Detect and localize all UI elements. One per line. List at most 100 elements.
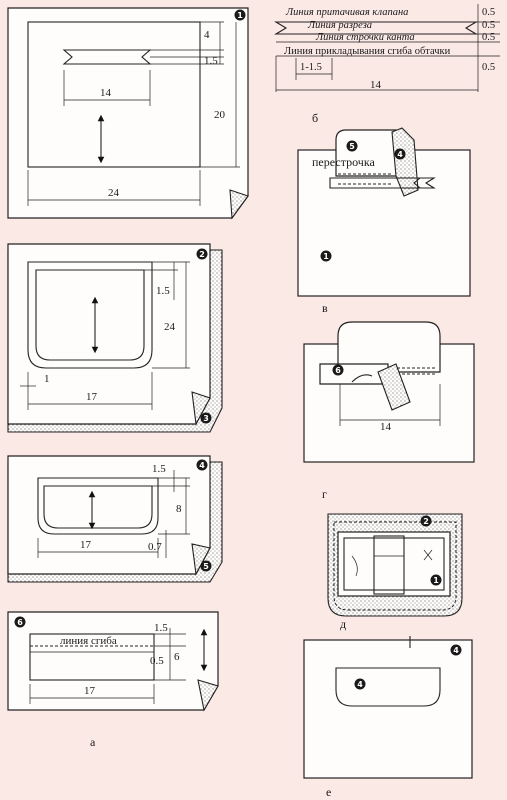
panel-4-badge-text: 6 — [17, 618, 23, 627]
legend-row-1-value: 0.5 — [482, 7, 495, 18]
legend-row-4-value: 0.5 — [482, 62, 495, 73]
fig-e-badge-4a: 4 — [450, 644, 462, 656]
panel-3-dim-side: 0.7 — [148, 541, 162, 553]
panel-4-dim-width: 17 — [84, 685, 96, 697]
panel-4-dim-top: 1.5 — [154, 622, 168, 634]
panel-3-pocket-outline — [37, 477, 159, 535]
fig-g-flap — [337, 321, 441, 373]
legend-dim-small: 1-1.5 — [300, 62, 322, 73]
panel-1-sheet — [7, 7, 249, 219]
fig-d-badge-1: 1 — [430, 574, 442, 586]
fig-d-badge-1-text: 1 — [433, 576, 439, 585]
panel-2-dim-width: 17 — [86, 391, 98, 403]
fig-v-stitch-label: перестрочка — [312, 155, 375, 169]
fig-e: 4 4 — [303, 636, 473, 779]
panel-3: 1.5 8 17 0.7 4 5 — [7, 455, 223, 583]
fig-d-opening-inner — [343, 537, 445, 591]
fig-g-badge-6-text: 6 — [335, 366, 341, 375]
panel-3-badge-4-text: 4 — [199, 461, 205, 470]
fig-g: 14 6 — [303, 321, 475, 463]
panel-1-dim-height: 20 — [214, 109, 226, 121]
legend-row-2-label: Линия разреза — [307, 20, 372, 31]
fig-v-facing — [391, 127, 419, 197]
legend-row-1-label: Линия притачивая клапана — [285, 7, 408, 18]
panel-2-dim-side: 1 — [44, 373, 50, 385]
panel-1-outline — [27, 21, 201, 168]
panel-2-pocket-inner — [35, 269, 145, 361]
fig-v-badge-4: 4 — [394, 148, 406, 160]
caption-g: г — [322, 487, 327, 501]
panel-2-badge-3: 3 — [200, 412, 212, 424]
caption-v: в — [322, 301, 328, 315]
legend-row-3-label: Линия строчки канта — [315, 32, 415, 43]
caption-e: е — [326, 785, 331, 799]
legend: Линия притачивая клапана Линия разреза Л… — [274, 4, 500, 92]
fig-e-garment — [303, 639, 473, 779]
panel-2-top-sheet — [7, 243, 211, 425]
fig-g-badge-6: 6 — [332, 364, 344, 376]
caption-a: а — [90, 735, 96, 749]
fig-v-badge-5-text: 5 — [349, 142, 355, 151]
legend-row-3-value: 0.5 — [482, 32, 495, 43]
panel-1-dim-top: 4 — [204, 29, 210, 41]
panel-1-badge: 1 — [234, 9, 246, 21]
panel-4: линия сгиба 1.5 0.5 6 17 6 — [7, 611, 219, 712]
fig-g-facing-right — [377, 363, 411, 411]
fig-e-badge-4a-text: 4 — [453, 646, 459, 655]
panel-2-badge-2: 2 — [196, 248, 208, 260]
fig-v: перестрочка 5 4 1 — [297, 127, 471, 297]
panel-4-facing — [29, 633, 155, 681]
fig-d-badge-2-text: 2 — [423, 517, 429, 526]
fig-d-badge-2: 2 — [420, 515, 432, 527]
fig-v-badge-1-text: 1 — [323, 252, 329, 261]
panel-3-badge-5-text: 5 — [203, 562, 209, 571]
caption-b: б — [312, 111, 318, 125]
fig-d: 2 1 — [327, 513, 463, 617]
panel-3-dim-top: 1.5 — [152, 463, 166, 475]
panel-1-dim-slot: 1.5 — [204, 55, 218, 67]
fig-d-tack-left — [351, 555, 358, 577]
panel-1-corner-fold — [229, 189, 249, 220]
panel-3-dim-width: 17 — [80, 539, 92, 551]
fig-v-slot — [329, 177, 422, 189]
legend-row-2-value: 0.5 — [482, 20, 495, 31]
legend-row-4-label: Линия прикладывания сгиба обтачки — [284, 46, 451, 57]
legend-dim-total: 14 — [370, 79, 382, 91]
panel-3-badge-5: 5 — [200, 560, 212, 572]
panel-1-badge-text: 1 — [237, 11, 243, 20]
panel-1: 4 1.5 20 14 24 1 — [7, 7, 249, 220]
panel-2-badge-3-text: 3 — [203, 414, 209, 423]
panel-3-pocket-inner — [43, 485, 153, 529]
fig-v-badge-5: 5 — [346, 140, 358, 152]
panel-2-badge-2-text: 2 — [199, 250, 205, 259]
fig-d-welt — [373, 535, 405, 595]
fig-d-tack-right — [423, 549, 433, 561]
panel-3-dim-height: 8 — [176, 503, 182, 515]
panel-3-corner-fold — [191, 543, 211, 576]
panel-2-pocket-outline — [27, 261, 153, 369]
fig-v-badge-4-text: 4 — [397, 150, 403, 159]
caption-d: д — [340, 617, 346, 631]
panel-3-badge-4: 4 — [196, 459, 208, 471]
panel-1-dim-width: 24 — [108, 187, 120, 199]
fig-e-pocket — [335, 667, 441, 707]
panel-2-dim-top: 1.5 — [156, 285, 170, 297]
panel-4-sheet — [7, 611, 219, 711]
fig-g-facing-left — [319, 363, 389, 385]
fig-e-badge-4b: 4 — [354, 678, 366, 690]
panel-1-dim-inner-width: 14 — [100, 87, 112, 99]
panel-4-corner-fold — [197, 679, 219, 712]
fig-v-slot-arrow — [418, 177, 436, 189]
panel-4-dim-mid: 0.5 — [150, 655, 164, 667]
fig-e-badge-4b-text: 4 — [357, 680, 363, 689]
panel-2: 1.5 24 1 17 2 3 — [7, 243, 223, 433]
panel-2-dim-height: 24 — [164, 321, 176, 333]
panel-4-dim-height: 6 — [174, 651, 180, 663]
fig-v-badge-1: 1 — [320, 250, 332, 262]
panel-4-badge: 6 — [14, 616, 26, 628]
fig-g-dim-width: 14 — [380, 421, 392, 433]
panel-2-corner-fold — [191, 391, 211, 426]
fig-d-opening — [337, 531, 451, 597]
fig-g-curl — [351, 374, 373, 383]
